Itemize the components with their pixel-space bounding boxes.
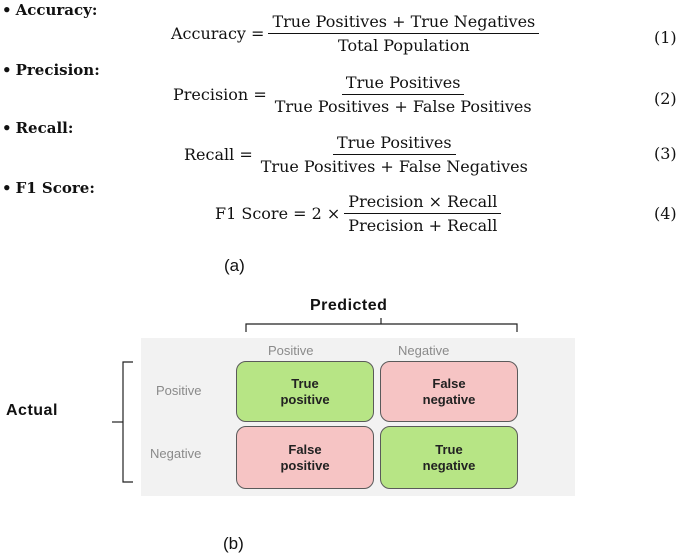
denominator: Total Population <box>338 36 470 55</box>
equation-lhs: F1 Score = 2 × <box>215 204 341 223</box>
equation-lhs: Recall = <box>184 145 253 164</box>
equation-number: (2) <box>654 89 677 108</box>
metric-label-accuracy: •Accuracy: <box>2 1 98 19</box>
subfigure-label-a: (a) <box>224 256 245 275</box>
equation-f1: F1 Score = 2 × Precision × Recall Precis… <box>215 192 505 235</box>
metric-label-recall: •Recall: <box>2 119 74 137</box>
subfigure-label-b: (b) <box>223 534 244 553</box>
fraction: True Positives True Positives + False Ne… <box>257 133 532 176</box>
fraction: True Positives True Positives + False Po… <box>271 73 536 116</box>
numerator: Precision × Recall <box>344 192 502 214</box>
equation-precision: Precision = True Positives True Positive… <box>173 73 540 116</box>
numerator: True Positives <box>341 73 465 95</box>
col-header-positive: Positive <box>268 343 314 358</box>
metric-label-precision: •Precision: <box>2 61 100 79</box>
row-header-positive: Positive <box>156 383 202 398</box>
numerator: True Positives <box>333 133 456 155</box>
cell-true-negative: True negative <box>380 426 518 489</box>
predicted-title: Predicted <box>310 297 388 314</box>
cell-true-positive: True positive <box>236 361 374 422</box>
fraction: Precision × Recall Precision + Recall <box>344 192 502 235</box>
equation-lhs: Precision = <box>173 85 267 104</box>
equation-lhs: Accuracy = <box>171 24 265 43</box>
cell-false-negative: False negative <box>380 361 518 422</box>
fraction: True Positives + True Negatives Total Po… <box>268 12 540 55</box>
numerator: True Positives + True Negatives <box>268 12 540 34</box>
denominator: Precision + Recall <box>348 216 498 235</box>
equation-number: (1) <box>654 28 677 47</box>
equation-recall: Recall = True Positives True Positives +… <box>184 133 536 176</box>
equation-number: (4) <box>654 204 677 223</box>
equation-number: (3) <box>654 144 677 163</box>
equation-accuracy: Accuracy = True Positives + True Negativ… <box>171 12 543 55</box>
metric-label-f1: •F1 Score: <box>2 179 95 197</box>
row-header-negative: Negative <box>150 446 202 461</box>
cell-false-positive: False positive <box>236 426 374 489</box>
actual-bracket <box>122 361 133 483</box>
denominator: True Positives + False Positives <box>274 97 532 116</box>
col-header-negative: Negative <box>398 343 450 358</box>
denominator: True Positives + False Negatives <box>260 157 528 176</box>
predicted-bracket <box>245 323 518 332</box>
actual-title: Actual <box>6 402 58 419</box>
